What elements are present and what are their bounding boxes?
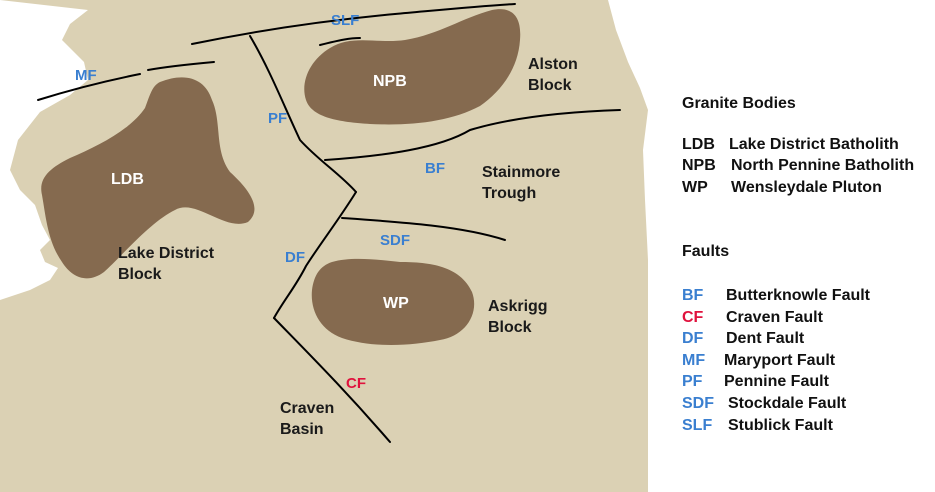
fault-line-bf <box>324 109 621 161</box>
legend-abbr: CF <box>682 309 704 326</box>
fault-line-slf <box>191 3 516 45</box>
legend-name: Lake District Batholith <box>729 136 899 153</box>
fault-label-pf: PF <box>268 110 288 127</box>
legend-abbr: NPB <box>682 157 716 174</box>
legend-name: Dent Fault <box>726 330 805 347</box>
legend-item-ldb: LDB Lake District Batholith <box>682 136 899 154</box>
fault-line-mf <box>37 73 141 101</box>
legend-item-npb: NPB North Pennine Batholith <box>682 157 914 175</box>
legend-abbr: SLF <box>682 417 713 434</box>
granite-body-npb <box>304 9 521 125</box>
fault-label-slf: SLF <box>331 12 360 29</box>
legend-name: Stublick Fault <box>728 417 833 434</box>
legend-item-bf: BF Butterknowle Fault <box>682 287 870 305</box>
legend-abbr: SDF <box>682 395 714 412</box>
region-label-lake-district: Lake District Block <box>118 245 215 283</box>
region-label-askrigg: Askrigg Block <box>488 298 548 336</box>
legend-title-granite: Granite Bodies <box>682 95 796 112</box>
legend-abbr: DF <box>682 330 704 347</box>
legend-item-wp: WP Wensleydale Pluton <box>682 179 882 197</box>
fault-line-df <box>273 191 357 319</box>
fault-label-df: DF <box>285 249 305 266</box>
legend-name: North Pennine Batholith <box>731 157 915 174</box>
fault-line-pf <box>249 35 357 193</box>
granite-label-ldb: LDB <box>111 171 144 188</box>
region-label-alston: Alston Block <box>528 56 578 94</box>
fault-line-sdf <box>341 217 506 241</box>
legend-name: Pennine Fault <box>724 373 829 390</box>
fault-line-slf-east <box>319 37 361 46</box>
legend-title-faults: Faults <box>682 243 730 260</box>
legend-name: Butterknowle Fault <box>726 287 871 304</box>
legend-item-slf: SLF Stublick Fault <box>682 417 833 435</box>
granite-label-npb: NPB <box>373 73 407 90</box>
legend-item-pf: PF Pennine Fault <box>682 373 829 391</box>
fault-line-mf-east <box>147 61 215 71</box>
fault-label-cf: CF <box>346 375 366 392</box>
granite-body-wp <box>311 258 475 345</box>
granite-body-ldb <box>41 77 255 279</box>
region-label-stainmore: Stainmore Trough <box>482 164 561 202</box>
legend-item-df: DF Dent Fault <box>682 330 804 348</box>
legend-name: Craven Fault <box>726 309 823 326</box>
legend-item-cf: CF Craven Fault <box>682 309 823 327</box>
legend-abbr: BF <box>682 287 704 304</box>
legend-abbr: LDB <box>682 136 715 153</box>
granite-label-wp: WP <box>383 295 409 312</box>
region-label-craven-basin: Craven Basin <box>280 400 335 438</box>
legend-name: Stockdale Fault <box>728 395 847 412</box>
legend-abbr: PF <box>682 373 703 390</box>
fault-label-sdf: SDF <box>380 232 410 249</box>
legend-name: Wensleydale Pluton <box>731 179 882 196</box>
fault-label-mf: MF <box>75 67 97 84</box>
legend-abbr: WP <box>682 179 708 196</box>
fault-lines <box>37 3 621 443</box>
fault-label-bf: BF <box>425 160 445 177</box>
legend-name: Maryport Fault <box>724 352 836 369</box>
legend-item-sdf: SDF Stockdale Fault <box>682 395 846 413</box>
legend-abbr: MF <box>682 352 706 369</box>
legend-item-mf: MF Maryport Fault <box>682 352 835 370</box>
fault-line-cf <box>273 317 391 443</box>
